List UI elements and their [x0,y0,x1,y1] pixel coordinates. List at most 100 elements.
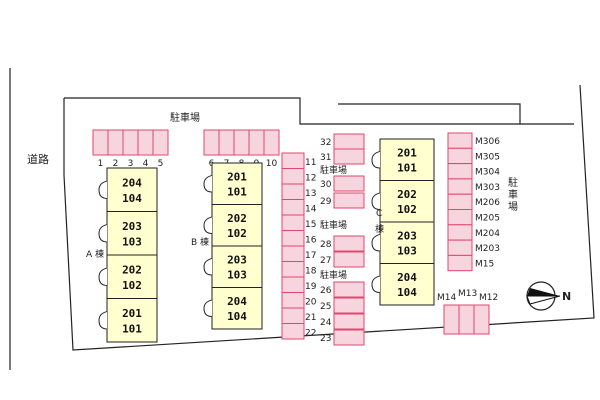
parking-stall-25 [333,297,365,314]
parking-number-M14: M14 [437,293,456,303]
parking-stall-32 [333,133,365,150]
parking-number-27: 27 [320,256,331,266]
building-b-label: B 棟 [191,236,209,248]
site-boundary [64,97,574,125]
parking-stall-8 [233,129,250,156]
balcony-shape [98,267,108,286]
parking-stall-16 [281,230,305,247]
unit-number-lower: 103 [227,268,247,281]
parking-number-M304: M304 [475,168,500,178]
parking-label-mid-1: 駐車場 [320,164,347,176]
unit-number-lower: 101 [397,161,417,174]
unit-number-lower: 101 [227,185,247,198]
unit-number-upper: 204 [397,271,417,284]
balcony-shape [203,257,213,276]
parking-stall-30 [333,175,365,192]
unit-number-upper: 201 [227,170,247,183]
parking-stall-M203 [447,239,473,256]
parking-stall-5 [152,129,169,156]
parking-stall-19 [281,276,305,293]
unit-number-upper: 204 [227,295,247,308]
parking-number-18: 18 [305,267,317,277]
parking-number-16: 16 [305,236,317,246]
unit-number-upper: 201 [122,307,142,320]
building-b: 201 101 202 102 203 103 204 104 [203,162,263,330]
parking-stall-M306 [447,132,473,149]
parking-label-right-1: 駐 [508,176,518,189]
parking-number-19: 19 [305,282,317,292]
parking-label-right-3: 場 [508,200,518,213]
parking-stall-2 [107,129,124,156]
parking-number-21: 21 [305,313,316,323]
parking-stall-24 [333,313,365,330]
parking-stall-20 [281,292,305,309]
parking-stall-18 [281,261,305,278]
site-boundary-right [63,84,595,351]
building-unit-a-0 [106,167,158,212]
unit-number-lower: 103 [397,244,417,257]
building-unit-b-1 [211,204,263,247]
parking-number-5: 5 [158,159,164,169]
building-c-kanji: 棟 [375,223,384,235]
parking-stall-17 [281,245,305,262]
parking-number-M206: M206 [475,198,500,208]
parking-number-26: 26 [320,286,332,296]
parking-number-22: 22 [305,329,316,339]
parking-stall-M15 [447,254,473,272]
unit-number-upper: 202 [397,188,417,201]
parking-stall-M206 [447,193,473,210]
parking-number-M203: M203 [475,244,500,254]
unit-number-lower: 102 [227,227,247,240]
parking-stall-9 [248,129,265,156]
parking-number-28: 28 [320,240,332,250]
balcony-shape [371,192,381,211]
parking-stall-M12 [473,304,490,335]
parking-stall-M205 [447,209,473,226]
parking-number-12: 12 [305,174,316,184]
building-c-letter: C [376,209,382,219]
parking-stall-15 [281,214,305,231]
building-unit-a-1 [106,211,158,256]
parking-number-M306: M306 [475,137,500,147]
unit-number-lower: 101 [122,322,142,335]
parking-number-4: 4 [143,159,149,169]
unit-number-lower: 104 [227,310,247,323]
parking-number-M205: M205 [475,214,500,224]
balcony-shape [98,224,108,243]
parking-number-M305: M305 [475,152,500,162]
parking-stall-28 [333,235,365,252]
parking-stall-12 [281,168,305,185]
parking-number-M303: M303 [475,183,500,193]
building-unit-a-3 [106,298,158,343]
building-a-label: A 棟 [86,248,104,260]
site-inner-wall [338,103,521,124]
unit-number-upper: 202 [227,212,247,225]
building-unit-c-3 [379,263,435,306]
unit-number-lower: 104 [122,192,142,205]
parking-number-17: 17 [305,251,316,261]
parking-stall-31 [333,148,365,165]
unit-number-lower: 104 [397,286,417,299]
parking-stall-29 [333,192,365,209]
parking-stall-6 [203,129,220,156]
unit-number-upper: 203 [227,253,247,266]
parking-number-15: 15 [305,220,316,230]
parking-number-23: 23 [320,334,331,344]
parking-stall-M303 [447,178,473,195]
parking-stall-14 [281,199,305,216]
parking-label-mid-2: 駐車場 [320,219,347,231]
parking-number-14: 14 [305,205,317,215]
building-unit-c-2 [379,221,435,264]
parking-number-M204: M204 [475,229,500,239]
parking-stall-7 [218,129,235,156]
parking-number-M13: M13 [458,289,477,299]
parking-stall-11 [281,152,305,169]
road-label: 道路 [27,152,49,166]
unit-number-lower: 102 [397,203,417,216]
